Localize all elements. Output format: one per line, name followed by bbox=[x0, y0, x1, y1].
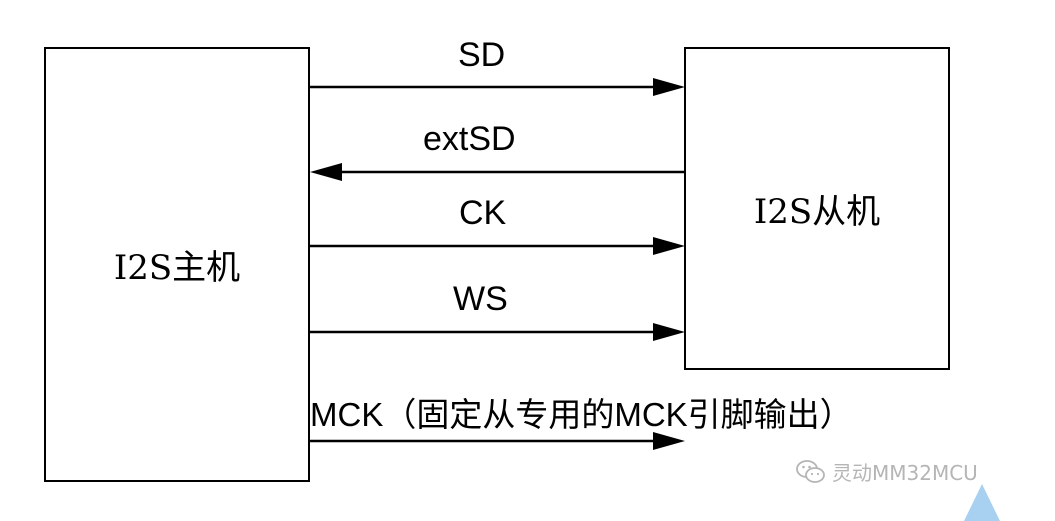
sd-arrowhead bbox=[653, 78, 685, 96]
mck-arrowhead bbox=[653, 432, 685, 450]
corner-triangle-mark bbox=[964, 484, 1000, 521]
i2s-slave-box: I2S从机 bbox=[684, 47, 950, 370]
mck-label: MCK（固定从专用的MCK引脚输出） bbox=[310, 396, 853, 433]
ws-label: WS bbox=[453, 280, 508, 318]
extsd-label: extSD bbox=[423, 120, 516, 158]
ck-label: CK bbox=[459, 194, 507, 232]
sd-label: SD bbox=[458, 36, 506, 74]
i2s-master-label: I2S主机 bbox=[113, 248, 241, 288]
watermark-text: 灵动MM32MCU bbox=[832, 461, 978, 485]
wechat-icon bbox=[796, 459, 825, 483]
watermark: 灵动MM32MCU bbox=[796, 457, 978, 486]
ws-arrowhead bbox=[653, 323, 685, 341]
i2s-slave-label: I2S从机 bbox=[753, 192, 881, 232]
ck-arrowhead bbox=[653, 237, 685, 255]
i2s-master-box: I2S主机 bbox=[44, 47, 310, 482]
extsd-arrowhead bbox=[310, 163, 342, 181]
